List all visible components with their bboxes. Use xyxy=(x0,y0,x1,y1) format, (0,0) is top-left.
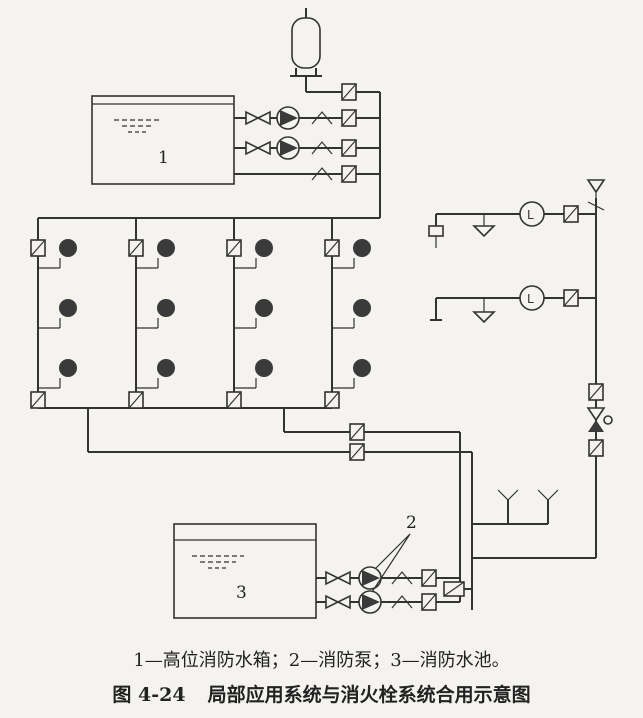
nozzle-icon xyxy=(428,225,444,248)
hydrant-ring-main xyxy=(37,217,473,610)
figure-caption: 图 4-24 局部应用系统与消火栓系统合用示意图 xyxy=(0,680,643,707)
vent-valve-icon xyxy=(586,179,606,211)
fire-pump-group: 2 xyxy=(316,513,472,614)
flow-switch-icon xyxy=(349,423,365,441)
pump-icon xyxy=(358,590,382,614)
flow-switch-icon xyxy=(563,205,579,223)
top-pump-group xyxy=(234,76,381,218)
flow-switch-icon xyxy=(324,391,340,409)
flow-switch-icon xyxy=(128,239,144,257)
flow-switch-icon xyxy=(341,83,357,101)
figure-legend: 1—高位消防水箱；2—消防泵；3—消防水池。 xyxy=(133,650,510,671)
svg-text:L: L xyxy=(527,292,534,306)
alarm-valve-icon xyxy=(586,407,613,432)
check-valve-icon xyxy=(391,595,413,609)
flow-switch-icon xyxy=(324,239,340,257)
check-valve-icon xyxy=(311,167,333,181)
pump-icon xyxy=(276,106,300,130)
pump-icon xyxy=(358,566,382,590)
flow-switch-icon xyxy=(128,391,144,409)
pump-adapter-icon xyxy=(537,489,559,524)
gate-valve-icon xyxy=(325,594,351,610)
local-application-system: L L xyxy=(428,179,613,559)
hydrant-icon xyxy=(234,359,273,389)
check-valve-icon xyxy=(311,111,333,125)
tank-label-1: 1 xyxy=(158,148,169,168)
pump-label-2: 2 xyxy=(406,513,417,533)
riser-valves xyxy=(30,239,340,409)
hydrant-icon xyxy=(332,239,371,269)
pump-adapter-icon xyxy=(497,489,519,524)
flow-switch-icon xyxy=(226,239,242,257)
figure-number: 图 4-24 xyxy=(112,684,186,706)
flow-switch-icon xyxy=(421,569,437,587)
flow-switch-icon xyxy=(341,139,357,157)
flow-switch-icon xyxy=(341,109,357,127)
system-diagram: 1 xyxy=(30,8,613,619)
pressure-tank xyxy=(290,8,322,77)
hydrant-icon xyxy=(38,299,77,329)
main-valves xyxy=(349,423,365,461)
pump-icon xyxy=(276,136,300,160)
svg-text:L: L xyxy=(527,208,534,222)
flow-switch-icon xyxy=(588,383,604,401)
drain-icon xyxy=(472,225,496,238)
fire-water-pool: 3 xyxy=(173,523,317,619)
hydrants xyxy=(38,239,371,389)
flow-switch-icon xyxy=(341,165,357,183)
check-valve-icon xyxy=(311,141,333,155)
hydrant-icon xyxy=(136,299,175,329)
hydrant-icon xyxy=(38,239,77,269)
hydrant-icon xyxy=(234,239,273,269)
hydrant-icon xyxy=(136,359,175,389)
flow-switch-icon xyxy=(563,289,579,307)
flow-switch-icon xyxy=(226,391,242,409)
flow-switch-icon xyxy=(30,391,46,409)
level-gauge-icon xyxy=(519,201,545,227)
figure-title: 局部应用系统与消火栓系统合用示意图 xyxy=(207,684,531,706)
pool-label-3: 3 xyxy=(236,583,247,603)
level-gauge-icon xyxy=(519,285,545,311)
drain-icon xyxy=(472,311,496,324)
gate-valve-icon xyxy=(245,140,271,156)
gate-valve-icon xyxy=(325,570,351,586)
flow-switch-icon xyxy=(30,239,46,257)
flow-switch-icon xyxy=(349,443,365,461)
hydrant-icon xyxy=(38,359,77,389)
gate-valve-icon xyxy=(245,110,271,126)
hydrant-icon xyxy=(332,299,371,329)
hydrant-icon xyxy=(234,299,273,329)
hydrant-icon xyxy=(136,239,175,269)
check-valve-icon xyxy=(391,571,413,585)
flow-switch-icon xyxy=(421,593,437,611)
flow-switch-icon xyxy=(588,439,604,457)
flow-switch-icon xyxy=(443,581,465,597)
hydrant-icon xyxy=(332,359,371,389)
high-level-water-tank: 1 xyxy=(91,95,235,185)
